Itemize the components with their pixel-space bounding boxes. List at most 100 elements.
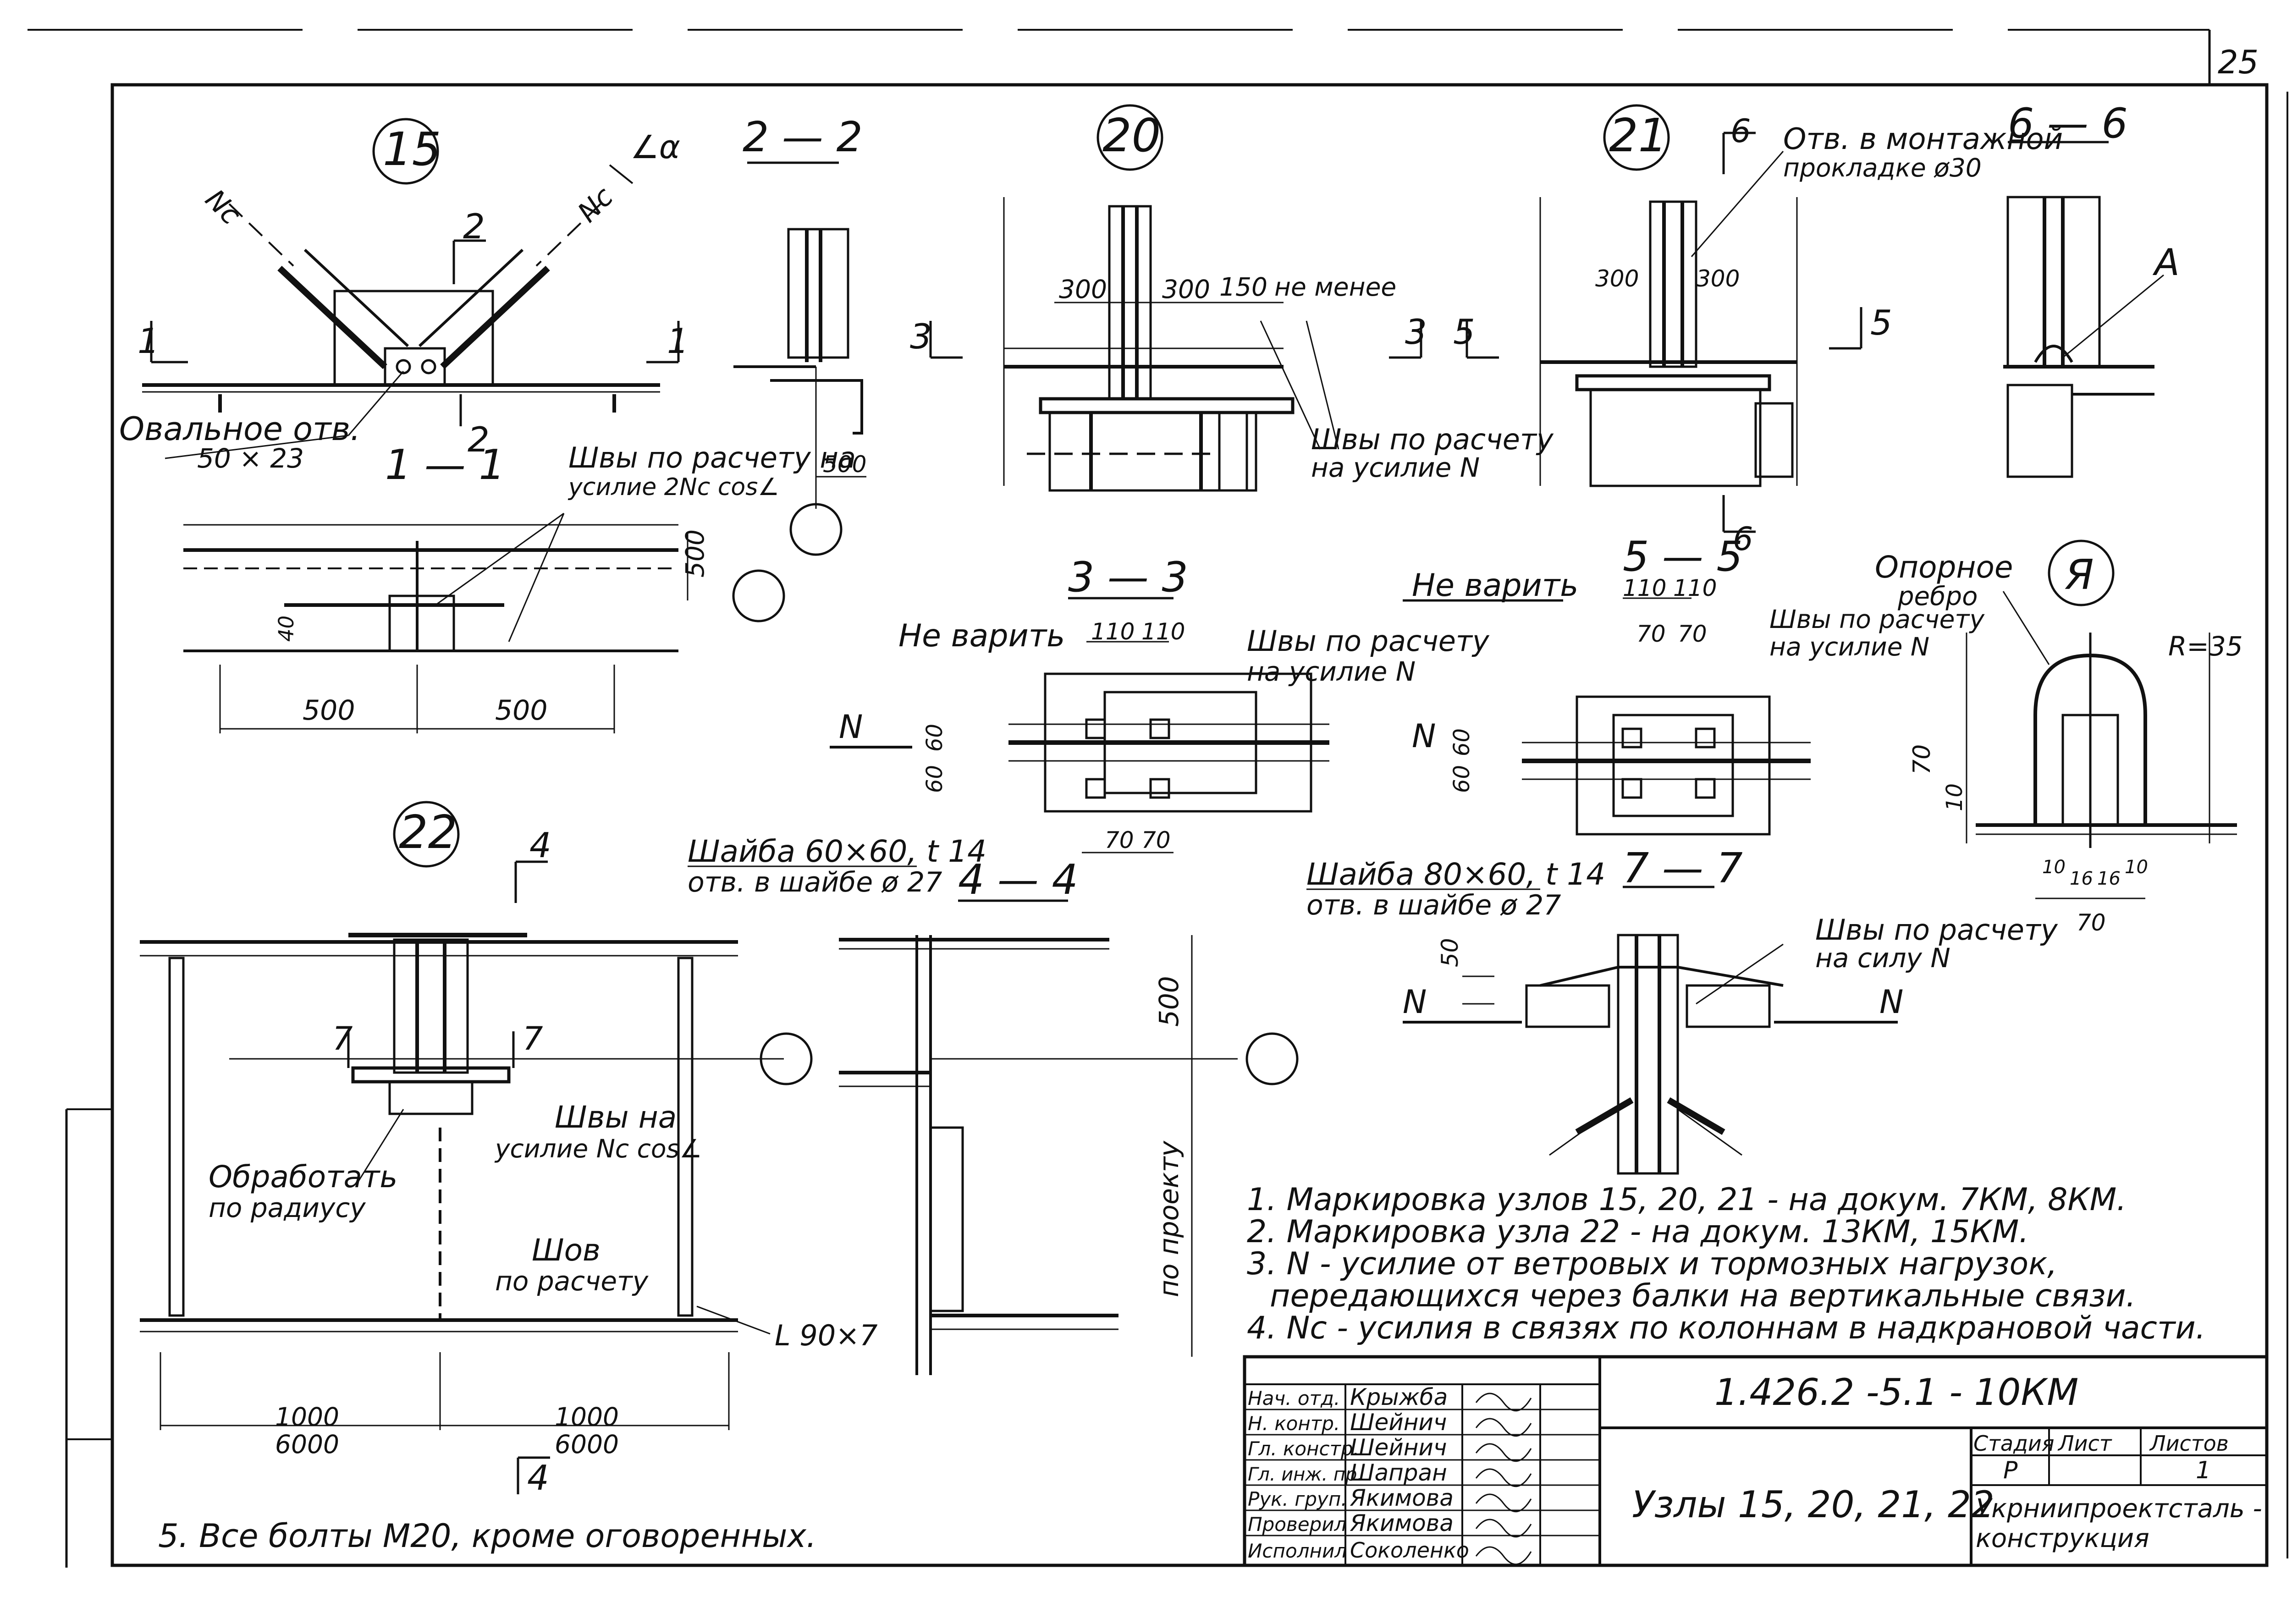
dim-60-c: 60 xyxy=(1449,728,1475,756)
dim-1000-right: 1000 xyxy=(555,1402,619,1431)
tb-name-4: Якимова xyxy=(1350,1485,1454,1511)
dim-500-vertical: 500 xyxy=(680,529,710,578)
dim-6000-left: 6000 xyxy=(275,1430,339,1459)
general-notes: 1. Маркировка узлов 15, 20, 21 - на доку… xyxy=(1247,1182,2205,1346)
tb-org-b: конструкция xyxy=(1976,1524,2149,1553)
dim-60-d: 60 xyxy=(1449,765,1475,793)
welds-n-20-a: Швы по расчету xyxy=(1311,423,1554,456)
tb-sheets-label: Листов xyxy=(2149,1431,2229,1456)
letter-a-callout: А xyxy=(2152,241,2180,284)
node-22-marker: 22 xyxy=(399,805,457,859)
washer2-a: Шайба 80×60, t 14 xyxy=(1306,857,1605,892)
oval-hole-size: 50 × 23 xyxy=(197,443,304,474)
mark-6-bottom: 6 xyxy=(1733,520,1753,558)
tb-role-3: Гл. инж. пр. xyxy=(1248,1464,1363,1485)
n-arrow-7-7-right: N xyxy=(1879,983,1903,1021)
tb-role-0: Нач. отд. xyxy=(1248,1387,1340,1409)
note-5: 5. Все болты М20, кроме оговоренных. xyxy=(158,1517,816,1555)
section-5-5-title: 5 — 5 xyxy=(1623,533,1743,581)
dim-110-a: 110 xyxy=(1091,618,1135,645)
section-6-6-title: 6 — 6 xyxy=(2008,99,2128,148)
mark-5-left: 5 xyxy=(1453,312,1475,352)
seam-b: по расчету xyxy=(495,1266,649,1297)
title-block: Нач. отд. Н. контр. Гл. констр. Гл. инж.… xyxy=(1243,1355,2269,1567)
n-arrow-3-3: N xyxy=(839,708,863,746)
seam-a: Шов xyxy=(532,1233,601,1268)
no-weld-3-3: Не варить xyxy=(898,618,1065,654)
node-20-marker: 20 xyxy=(1102,109,1161,162)
note-3-cont: передающихся через балки на вертикальные… xyxy=(1270,1278,2136,1314)
section-1-1-title: 1 — 1 xyxy=(385,441,505,489)
note-3: 3. N - усилие от ветровых и тормозных на… xyxy=(1247,1246,2057,1282)
tb-title: Узлы 15, 20, 21, 22 xyxy=(1632,1483,1994,1526)
welds-n-55-b: на усилие N xyxy=(1769,632,1929,661)
tb-name-0: Крыжба xyxy=(1350,1384,1448,1410)
dim-110-c: 110 xyxy=(1623,575,1666,601)
section-4-4-view xyxy=(839,899,1299,1375)
dim-500-left: 500 xyxy=(303,694,355,727)
mark-7-right: 7 xyxy=(523,1020,543,1057)
hole-pad-a: Отв. в монтажной xyxy=(1783,122,2063,156)
tb-role-1: Н. контр. xyxy=(1248,1412,1340,1435)
nc-label-left: Nc xyxy=(199,183,247,231)
tb-doc-code: 1.426.2 -5.1 - 10КМ xyxy=(1714,1371,2078,1414)
r35-label: R=35 xyxy=(2168,631,2243,662)
tb-role-2: Гл. констр. xyxy=(1248,1437,1359,1460)
tb-role-5: Проверил xyxy=(1248,1513,1346,1536)
section-7-7-title: 7 — 7 xyxy=(1623,844,1743,892)
washer1-b: отв. в шайбе ø 27 xyxy=(688,866,942,898)
per-project: по проекту xyxy=(1153,1140,1185,1297)
dim-70-d: 70 xyxy=(1678,621,1707,647)
dim-10-b: 10 xyxy=(2125,857,2148,878)
tb-org-a: Укрниипроектсталь - xyxy=(1976,1494,2262,1524)
oval-hole-label: Овальное отв. xyxy=(119,410,360,448)
welds-n-20-b: на усилие N xyxy=(1311,452,1480,483)
welds-n-55-a: Швы по расчету xyxy=(1769,605,1985,634)
tb-stage-label: Стадия xyxy=(1973,1431,2054,1456)
dim-40: 40 xyxy=(274,616,298,642)
mark-4-bottom: 4 xyxy=(527,1458,549,1498)
dim-16-b: 16 xyxy=(2097,868,2121,889)
mark-2-bottom: 2 xyxy=(468,419,490,460)
detail-a-view xyxy=(1966,539,2237,899)
tb-sheets: 1 xyxy=(2196,1457,2211,1484)
tb-role-4: Рук. груп. xyxy=(1248,1488,1347,1510)
node-15-marker: 15 xyxy=(383,122,441,176)
support-rib-b: ребро xyxy=(1897,582,1978,611)
section-4-4-title: 4 — 4 xyxy=(958,856,1078,904)
section-6-6-view xyxy=(2003,141,2164,478)
mark-5-right: 5 xyxy=(1870,303,1892,343)
dim-500-right: 500 xyxy=(495,694,548,727)
mark-2-top: 2 xyxy=(463,206,485,247)
tb-name-6: Соколенко xyxy=(1350,1538,1469,1563)
dim-50: 50 xyxy=(1437,938,1463,967)
welds-2nc-a: Швы по расчету на xyxy=(568,441,856,474)
radius-a: Обработать xyxy=(209,1159,397,1195)
section-2-2-view xyxy=(733,161,866,556)
mark-3-right: 3 xyxy=(1405,312,1427,352)
dim-70-b: 70 xyxy=(1141,827,1171,853)
dim-70-c: 70 xyxy=(1636,621,1666,647)
n-arrow-5-5: N xyxy=(1412,717,1436,755)
dim-6000-right: 6000 xyxy=(555,1430,619,1459)
tb-name-3: Шапран xyxy=(1350,1459,1447,1486)
angle-label: L 90×7 xyxy=(775,1319,878,1352)
dim-150: 150 xyxy=(1219,272,1267,302)
section-3-3-title: 3 — 3 xyxy=(1068,553,1188,601)
mark-4-top: 4 xyxy=(529,825,551,865)
node-15-view xyxy=(142,118,680,459)
note-4: 4. Nc - усилия в связях по колоннам в на… xyxy=(1247,1310,2205,1346)
dim-110-b: 110 xyxy=(1141,618,1185,645)
node-22-view xyxy=(140,801,813,1494)
sheet-number: 25 xyxy=(2218,44,2259,81)
washer1-a: Шайба 60×60, t 14 xyxy=(688,834,986,869)
note-1: 1. Маркировка узлов 15, 20, 21 - на доку… xyxy=(1247,1182,2127,1218)
welds-nc-a: Швы на xyxy=(555,1100,677,1135)
tb-sheet-label: Лист xyxy=(2057,1431,2112,1456)
dim-10-a: 10 xyxy=(2042,857,2066,878)
mark-6-top: 6 xyxy=(1730,112,1751,150)
section-3-3-view xyxy=(688,597,1329,867)
section-5-5-view xyxy=(1306,597,1811,890)
dim-70-detail-v: 70 xyxy=(1908,744,1936,775)
